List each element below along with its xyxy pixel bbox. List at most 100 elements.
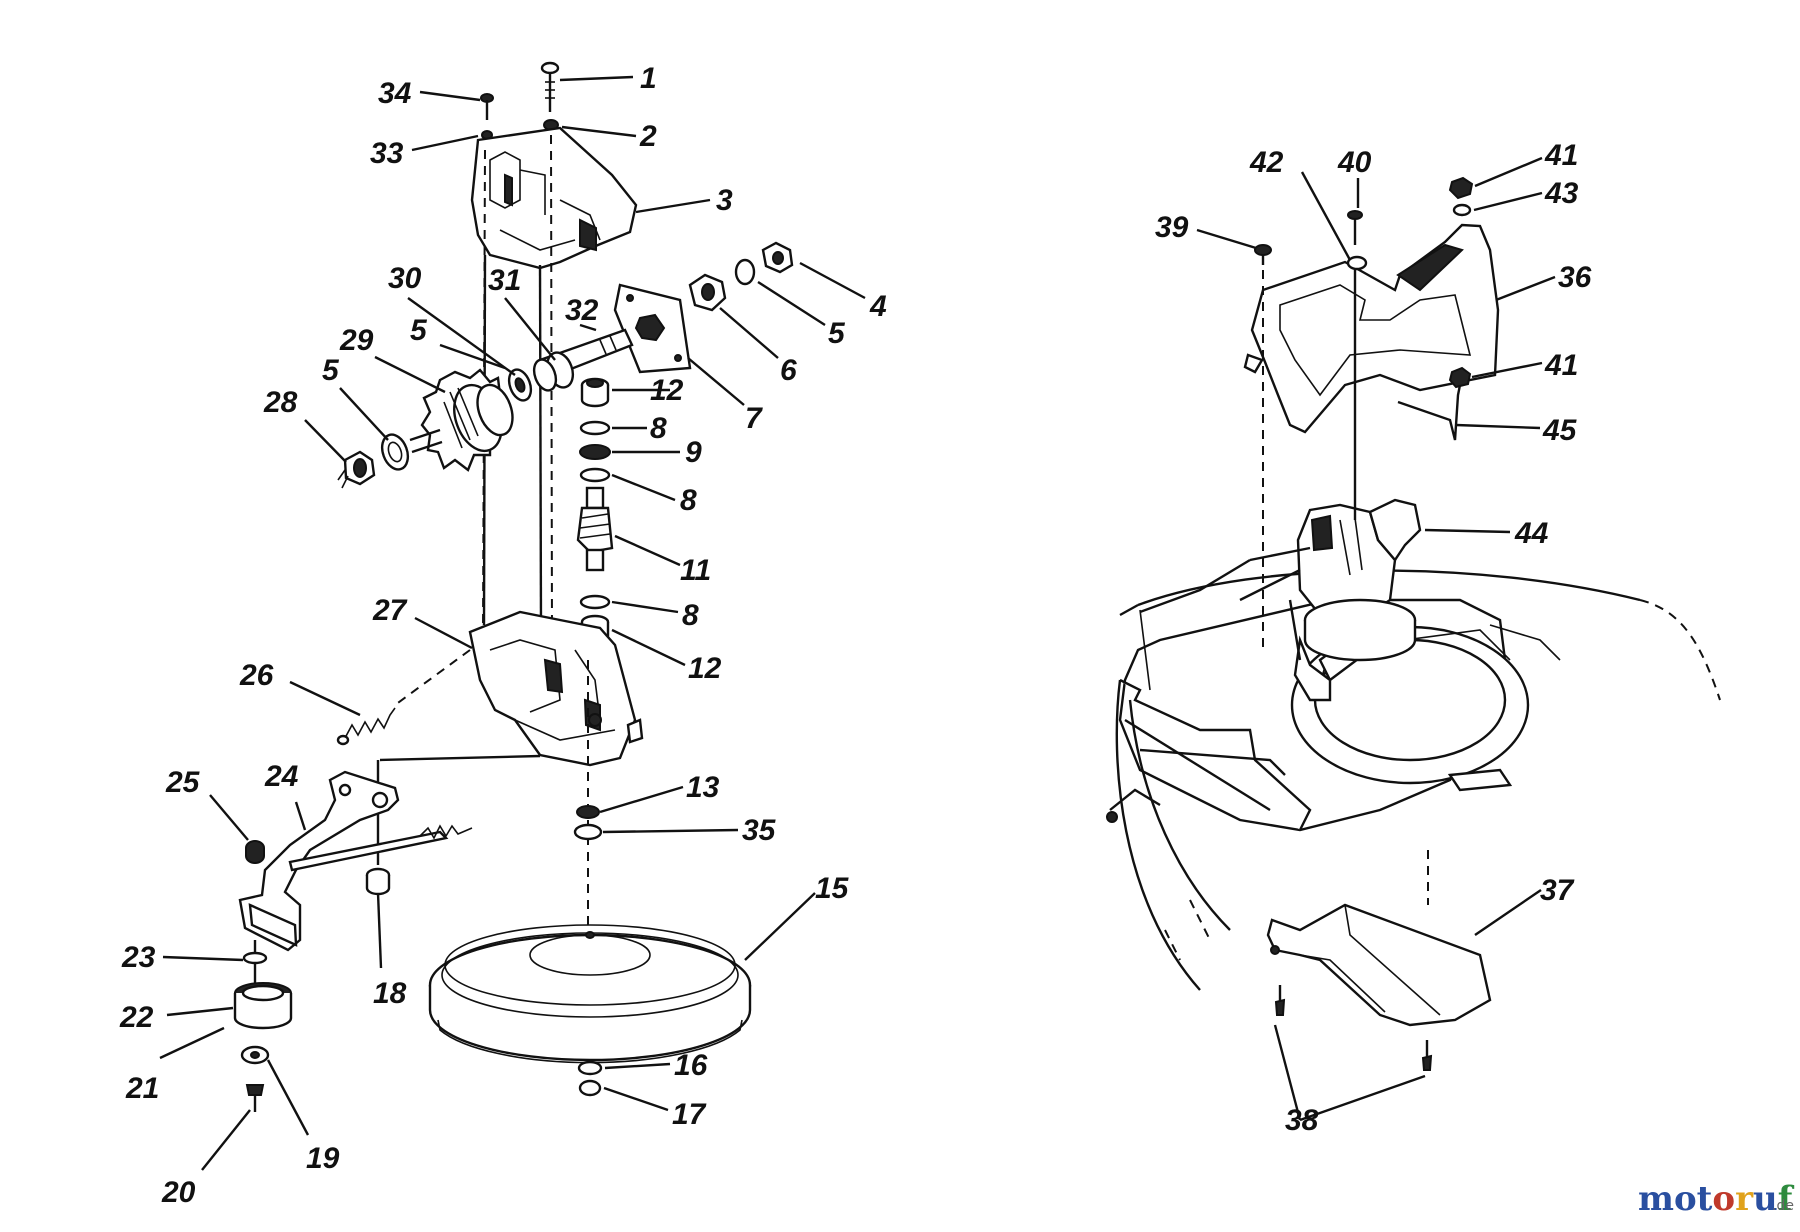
washer-part-35 (573, 823, 603, 841)
callout-20: 20 (161, 1176, 196, 1209)
screw-part-39 (1254, 244, 1272, 265)
pulley-part-15 (428, 924, 752, 1064)
rod-part-24b (288, 824, 473, 872)
washer-part-8-middle (579, 467, 611, 483)
blade-ring (1290, 624, 1561, 792)
callout-39: 39 (1155, 211, 1189, 244)
nut-part-6 (688, 273, 727, 312)
callout-3: 3 (716, 184, 733, 217)
callout-1: 1 (640, 62, 657, 95)
callout-13: 13 (686, 771, 720, 804)
washer-part-5-left (380, 433, 410, 471)
callout-18: 18 (373, 977, 407, 1010)
screw-part-34 (480, 93, 494, 120)
callout-8-middle: 8 (680, 484, 697, 517)
callout-43: 43 (1544, 177, 1579, 210)
screw-part-20 (245, 1084, 265, 1112)
callout-37: 37 (1540, 874, 1575, 907)
callout-11: 11 (680, 554, 711, 587)
callout-labels: 1 2 3 4 5 6 7 8 9 8 11 8 12 12 13 35 15 … (119, 62, 1592, 1209)
washer-part-8-upper (579, 420, 611, 436)
screw-part-38-left (1274, 985, 1286, 1016)
callout-36: 36 (1558, 261, 1592, 294)
callout-6: 6 (780, 354, 797, 387)
callout-21: 21 (125, 1072, 159, 1105)
callout-2: 2 (639, 120, 657, 153)
callout-28: 28 (263, 386, 298, 419)
washer-part-42 (1346, 255, 1368, 271)
screw-part-40 (1347, 210, 1363, 245)
callout-34: 34 (378, 77, 412, 110)
wire-part-45 (1397, 384, 1462, 441)
spring-part-26 (336, 707, 396, 746)
collar-part-31 (532, 351, 575, 392)
nut-part-28 (337, 450, 376, 489)
callout-35: 35 (742, 814, 777, 847)
callout-17: 17 (672, 1098, 707, 1131)
callout-22: 22 (119, 1001, 154, 1034)
callout-15: 15 (815, 872, 850, 905)
washer-part-30 (507, 368, 533, 402)
screw-part-4 (761, 241, 794, 274)
washer-part-8-lower (579, 594, 611, 610)
callout-32: 32 (565, 294, 599, 327)
worm-shaft-part-11 (576, 486, 614, 572)
callout-38: 38 (1285, 1104, 1319, 1137)
callout-30: 30 (388, 262, 422, 295)
callout-41-upper: 41 (1544, 139, 1578, 172)
nut-part-17 (578, 1079, 602, 1097)
bearing-part-9 (579, 444, 611, 460)
leader-lines (159, 75, 1556, 1171)
deck-assembly (1106, 176, 1721, 1122)
callout-40: 40 (1337, 146, 1372, 179)
washer-part-13 (576, 805, 600, 819)
chute-part-37 (1266, 903, 1492, 1027)
washer-part-16 (577, 1060, 603, 1076)
nut-part-25 (245, 840, 265, 864)
callout-5-right: 5 (828, 317, 846, 350)
callout-24: 24 (264, 760, 299, 793)
callout-9: 9 (685, 436, 702, 469)
gear-part-29 (420, 368, 514, 472)
callout-25: 25 (165, 766, 201, 799)
callout-44: 44 (1514, 517, 1549, 550)
upper-housing-part-3 (470, 126, 638, 270)
callout-23: 23 (121, 941, 156, 974)
callout-33: 33 (370, 137, 404, 170)
nut-part-18 (365, 867, 391, 896)
callout-16: 16 (674, 1049, 708, 1082)
callout-26: 26 (239, 659, 274, 692)
motor-part-44 (1139, 498, 1422, 702)
pulley-part-22 (233, 982, 293, 1030)
screw-part-38-right (1421, 1040, 1433, 1071)
callout-12-lower: 12 (688, 652, 722, 685)
svg-text:motoruf: motoruf (1638, 1179, 1795, 1219)
callout-41-lower: 41 (1544, 349, 1578, 382)
washer-part-23 (242, 951, 268, 965)
bracket-part-24 (238, 770, 400, 952)
washer-part-43 (1452, 203, 1472, 217)
callout-19: 19 (306, 1142, 340, 1175)
callout-4: 4 (869, 290, 887, 323)
nut-part-41-lower (1448, 366, 1472, 389)
callout-12-upper: 12 (650, 374, 684, 407)
watermark-logo: motoruf .de (1638, 1179, 1795, 1219)
callout-7: 7 (745, 402, 763, 435)
watermark-domain: .de (1772, 1198, 1794, 1214)
cover-part-36 (1243, 223, 1500, 434)
callout-45: 45 (1542, 414, 1578, 447)
lower-housing-part-27 (468, 610, 644, 767)
bolt-part-1 (540, 61, 560, 112)
nut-part-41-upper (1448, 176, 1474, 200)
plate-part-7 (613, 283, 692, 374)
callout-31: 31 (488, 264, 521, 297)
callout-5-left: 5 (322, 354, 340, 387)
callout-29: 29 (339, 324, 374, 357)
callout-8-upper: 8 (650, 412, 667, 445)
callout-42: 42 (1249, 146, 1284, 179)
bearing-part-12-upper (580, 377, 610, 408)
callout-27: 27 (372, 594, 408, 627)
gearbox-assembly (233, 61, 794, 1112)
callout-5-middle: 5 (410, 314, 428, 347)
